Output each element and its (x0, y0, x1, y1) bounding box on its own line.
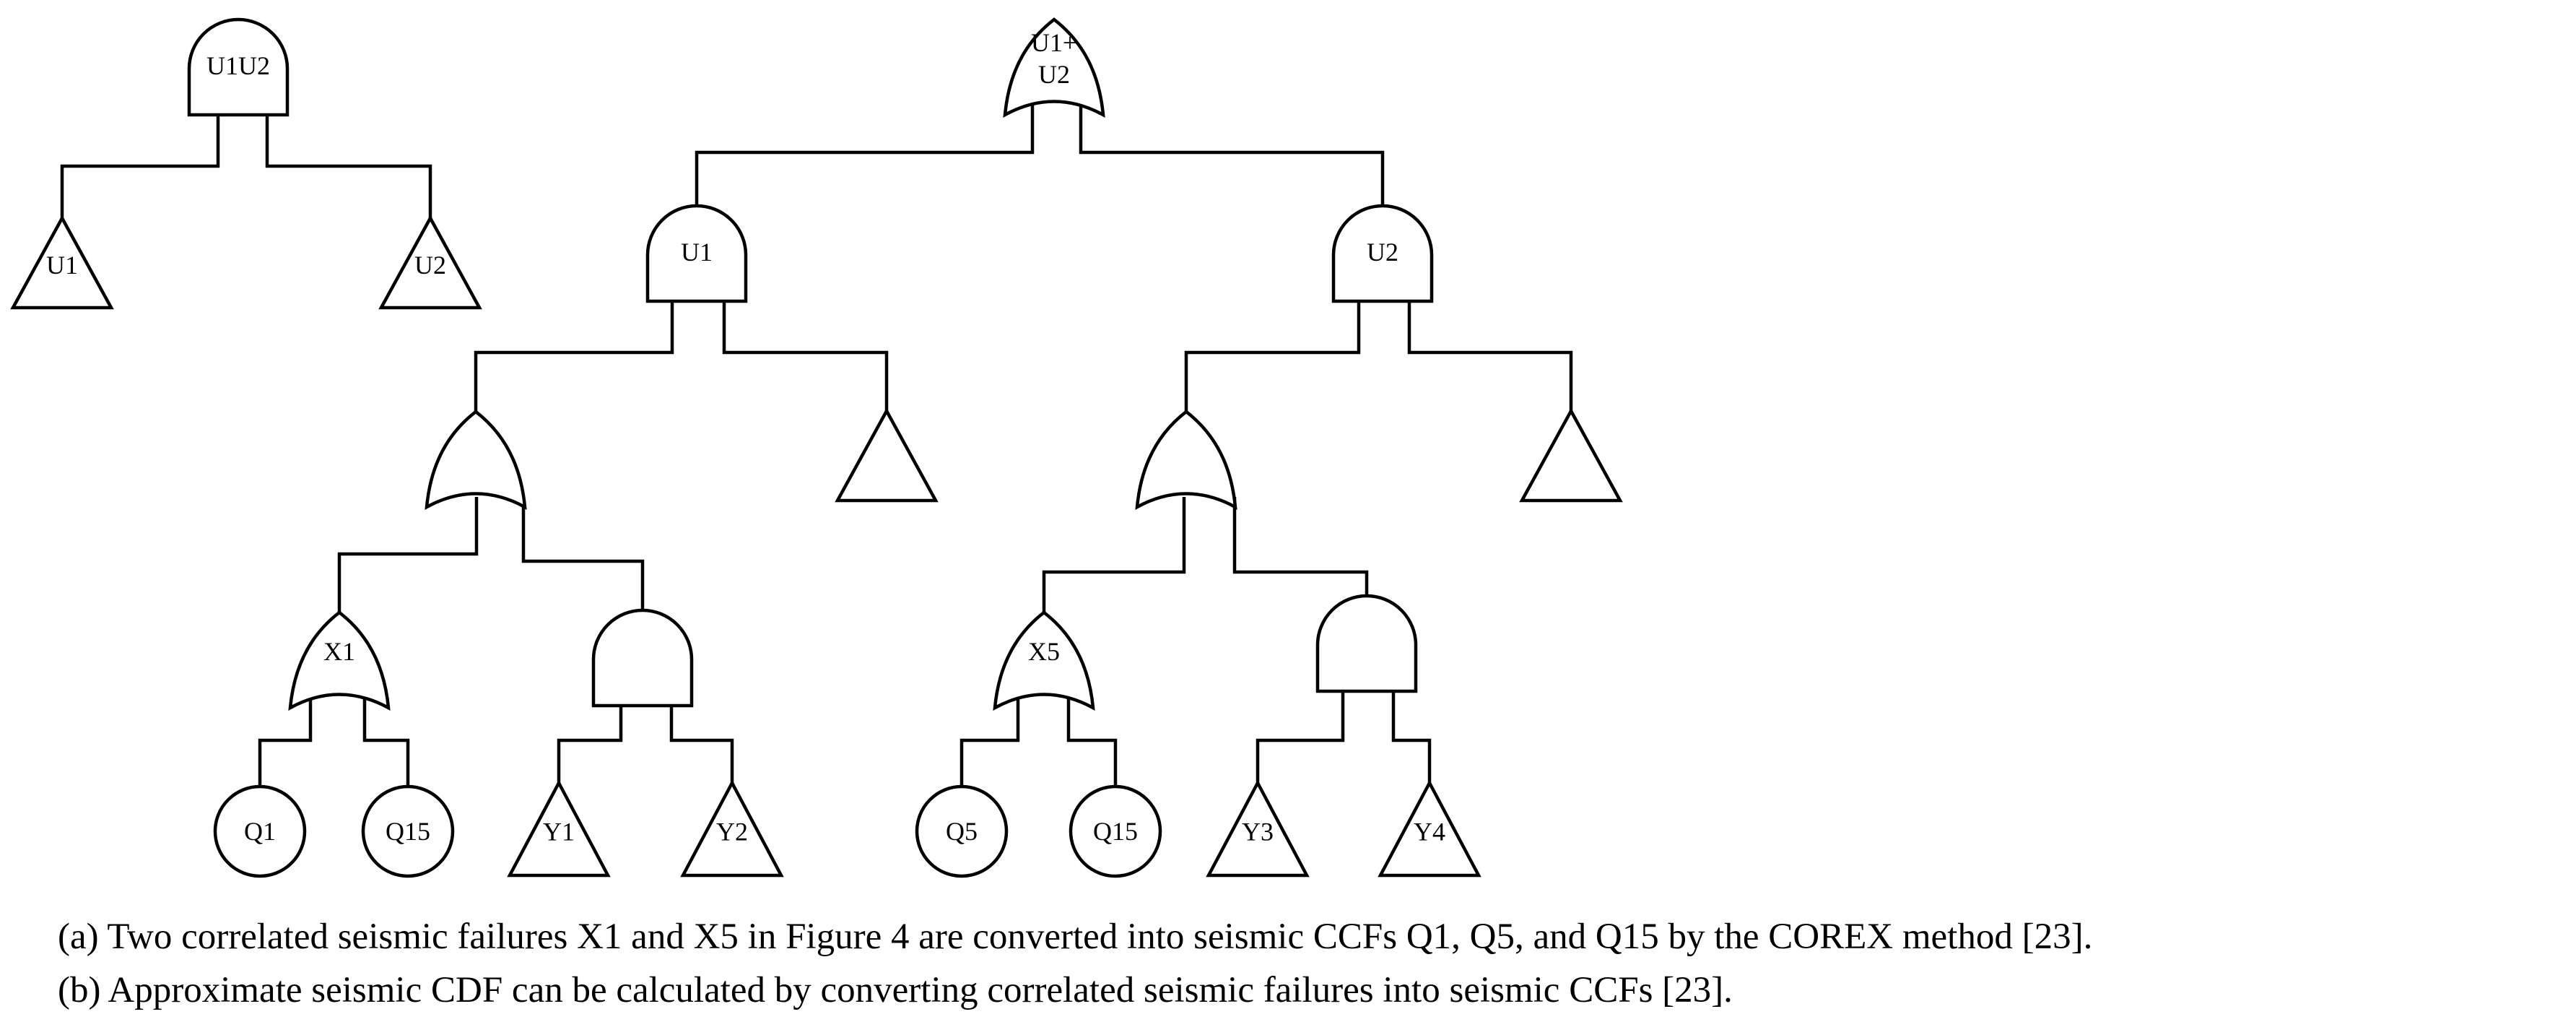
gate-u1u2: U1U2 (187, 17, 290, 117)
and-gate-shape (1315, 594, 1418, 693)
connector-x1-to-q1 (258, 698, 313, 785)
connector-or-left-to-x1 (337, 497, 479, 612)
gate-tri-right (1519, 407, 1623, 503)
gate-label-u1u2: U1U2 (206, 51, 270, 80)
circle-event-shape (213, 784, 307, 878)
or-gate-shape (1003, 17, 1105, 118)
triangle-event-shape (378, 215, 482, 310)
gate-label-y4: Y4 (1414, 817, 1445, 846)
gate-label-x1: X1 (323, 637, 355, 666)
connector-u1-or-u2-to-u1 (695, 105, 1035, 206)
gate-u2-left: U2 (378, 215, 482, 310)
circle-event-shape (915, 784, 1009, 878)
and-gate-shape (1331, 204, 1434, 303)
caption-a: (a) Two correlated seismic failures X1 a… (58, 917, 2093, 957)
triangle-event-shape (680, 779, 784, 878)
triangle-event-shape (1378, 779, 1481, 878)
gate-label-u2: U2 (1367, 238, 1398, 267)
triangle-event-shape (1206, 779, 1310, 878)
gate-or-right (1135, 410, 1237, 510)
triangle-event-shape (1519, 407, 1623, 503)
caption-b: (b) Approximate seismic CDF can be calcu… (58, 970, 1733, 1010)
gate-label-u1: U1 (681, 238, 713, 267)
connector-or-right-to-x5 (1042, 497, 1186, 612)
gate-y3: Y3 (1206, 779, 1310, 878)
gate-or-left (425, 410, 527, 510)
gate-y1: Y1 (507, 779, 611, 878)
gate-u1-or-u2: U1+U2 (1003, 17, 1105, 118)
circle-event-shape (361, 784, 455, 878)
or-gate-shape (288, 610, 391, 711)
gate-and-right (1315, 594, 1418, 693)
connector-u2-to-tri-right (1407, 301, 1573, 411)
triangle-event-shape (835, 407, 939, 503)
gate-q15-left: Q15 (361, 784, 455, 878)
connector-x5-to-q15-right (1066, 698, 1118, 785)
and-gate-shape (187, 17, 290, 117)
gate-and-left (591, 608, 694, 708)
gate-x1: X1 (288, 610, 391, 711)
connector-u1-to-tri-left (722, 301, 889, 411)
or-gate-shape (425, 410, 527, 510)
connector-lines (60, 105, 1573, 785)
gate-label-u1-or-u2: U1+U2 (1031, 28, 1077, 89)
connector-u1u2-to-u1-left (60, 115, 220, 218)
connector-u2-to-or-right (1184, 301, 1361, 412)
connector-x1-to-q15-left (362, 698, 410, 785)
connector-u1u2-to-u2-left (265, 115, 432, 218)
gate-tri-left (835, 407, 939, 503)
triangle-event-shape (507, 779, 611, 878)
triangle-event-shape (10, 215, 114, 310)
gate-u1: U1 (645, 204, 748, 303)
gate-label-x5: X5 (1028, 637, 1060, 666)
connector-or-left-to-and-left (521, 497, 645, 610)
gate-u2: U2 (1331, 204, 1434, 303)
gate-label-y2: Y2 (716, 817, 748, 846)
gate-u1-left: U1 (10, 215, 114, 310)
gate-y4: Y4 (1378, 779, 1481, 878)
gate-label-u1-left: U1 (46, 251, 78, 280)
connector-and-right-to-y4 (1391, 691, 1432, 783)
gate-label-q15-right: Q15 (1093, 817, 1138, 846)
and-gate-shape (645, 204, 748, 303)
gate-label-q1: Q1 (244, 817, 276, 846)
gate-label-u2-left: U2 (414, 251, 446, 280)
gate-label-y3: Y3 (1242, 817, 1274, 846)
or-gate-shape (993, 610, 1095, 711)
gate-q15-right: Q15 (1069, 784, 1162, 878)
connector-and-left-to-y2 (669, 706, 734, 783)
connector-x5-to-q5 (960, 698, 1020, 785)
gate-q5: Q5 (915, 784, 1009, 878)
circle-event-shape (1069, 784, 1162, 878)
gate-y2: Y2 (680, 779, 784, 878)
connector-u1-or-u2-to-u2 (1079, 105, 1385, 206)
gate-label-y1: Y1 (543, 817, 575, 846)
gate-label-q5: Q5 (946, 817, 978, 846)
connector-and-left-to-y1 (557, 706, 623, 783)
or-gate-shape (1135, 410, 1237, 510)
connector-or-right-to-and-right (1232, 497, 1369, 596)
gate-q1: Q1 (213, 784, 307, 878)
gate-label-q15-left: Q15 (386, 817, 430, 846)
connector-u1-to-or-left (474, 301, 674, 412)
and-gate-shape (591, 608, 694, 708)
connector-and-right-to-y3 (1256, 691, 1345, 783)
gate-x5: X5 (993, 610, 1095, 711)
